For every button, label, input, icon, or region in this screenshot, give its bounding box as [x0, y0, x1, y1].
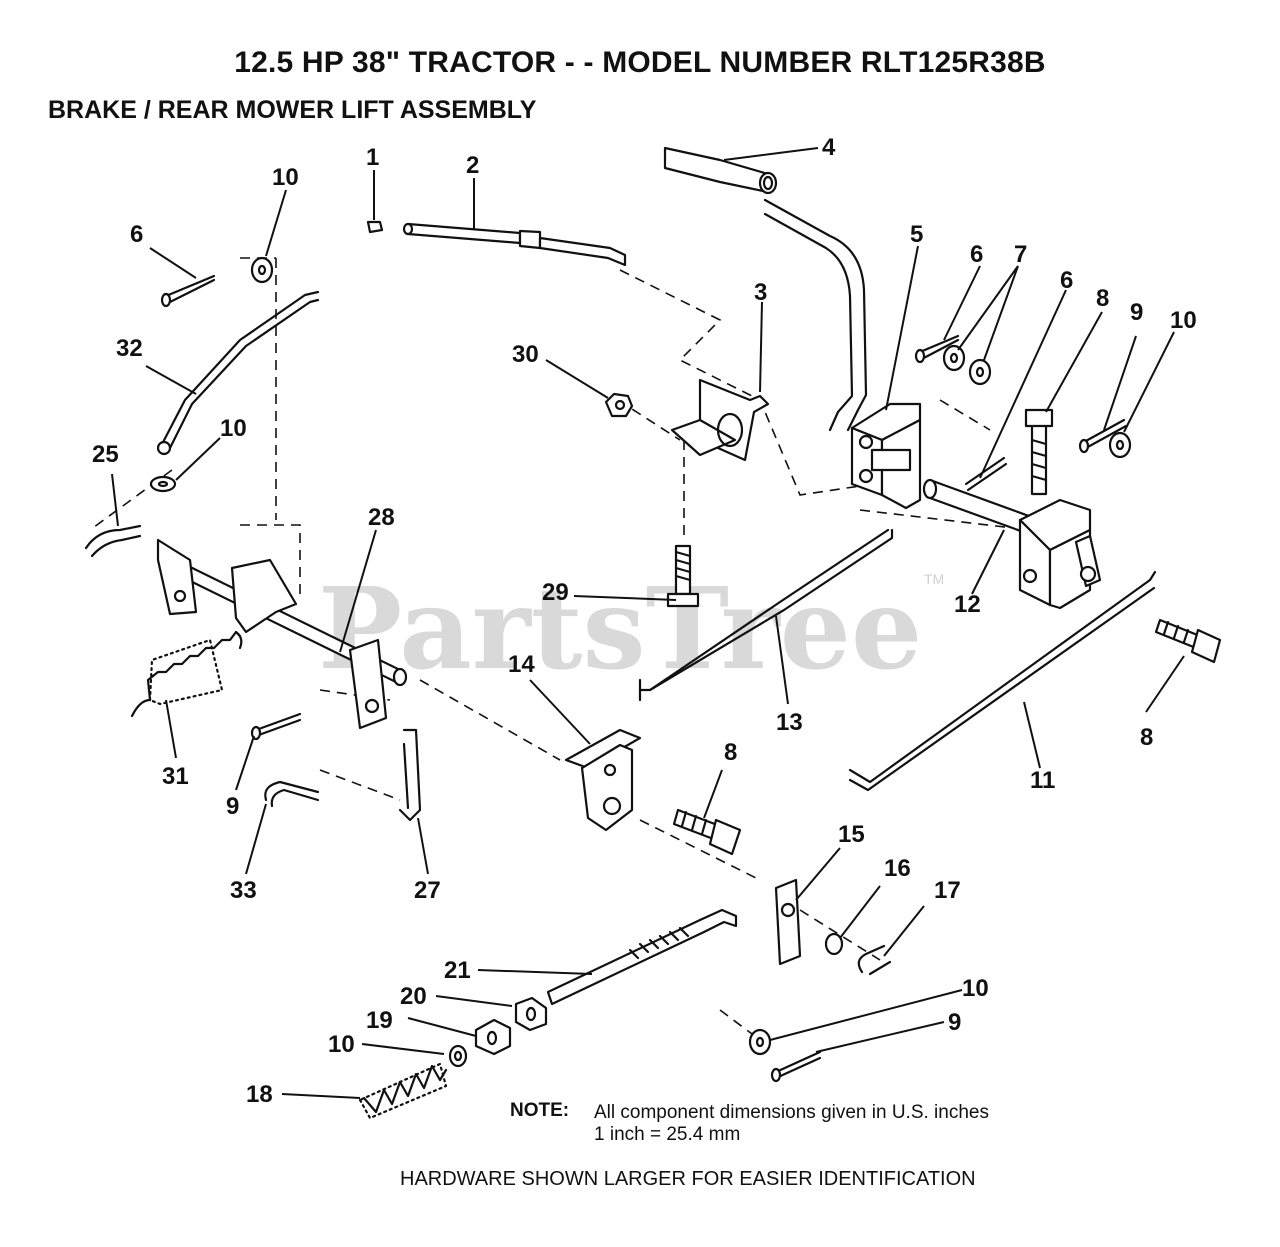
note-label: NOTE: [510, 1100, 570, 1121]
part-3-bracket [670, 378, 770, 462]
part-28-main-shaft [156, 538, 408, 730]
part-17-clip [857, 944, 892, 976]
part-31-spring [130, 630, 243, 718]
part-6-cotter-pin-left [160, 274, 216, 308]
part-8-bolt-right [1154, 618, 1222, 664]
hardware-note: HARDWARE SHOWN LARGER FOR EASIER IDENTIF… [400, 1168, 976, 1190]
part-11-link-rod [848, 570, 1157, 792]
leader-lines [111, 147, 1185, 1099]
part-19-hex-nut [474, 1018, 512, 1056]
note-text: All component dimensions given in U.S. i… [594, 1102, 989, 1146]
callout-30: 30 [512, 341, 539, 368]
callout-6: 6 [970, 241, 983, 268]
callout-9: 9 [1130, 299, 1143, 326]
callout-27: 27 [414, 877, 441, 904]
callout-16: 16 [884, 855, 911, 882]
callout-21: 21 [444, 957, 471, 984]
callout-9: 9 [948, 1009, 961, 1036]
callout-11: 11 [1030, 767, 1055, 794]
callout-3: 3 [754, 279, 767, 306]
callout-6: 6 [1060, 267, 1073, 294]
part-10-washer-lower [448, 1044, 468, 1068]
part-10-washer-top-left [250, 256, 274, 284]
callout-9: 9 [226, 793, 239, 820]
callout-10: 10 [220, 415, 247, 442]
callout-10: 10 [328, 1031, 355, 1058]
part-2-brake-rod [402, 222, 627, 267]
part-33-hairpin [264, 780, 320, 808]
part-10-washer-right [1108, 431, 1132, 459]
part-7-washers [942, 344, 992, 386]
diagram-subtitle: BRAKE / REAR MOWER LIFT ASSEMBLY [48, 96, 537, 124]
part-32-rod [156, 290, 320, 456]
callout-10: 10 [272, 164, 299, 191]
callout-6: 6 [130, 221, 143, 248]
callout-25: 25 [92, 441, 119, 468]
callout-2: 2 [466, 152, 479, 179]
diagram-title: 12.5 HP 38" TRACTOR - - MODEL NUMBER RLT… [234, 46, 1046, 79]
callout-18: 18 [246, 1081, 273, 1108]
callout-33: 33 [230, 877, 257, 904]
callout-8: 8 [1096, 285, 1109, 312]
part-30-hex-nut [604, 392, 634, 418]
part-10-washer-bottom-right [748, 1028, 772, 1056]
part-20-nut [514, 996, 548, 1032]
part-6-cotter-pin-mid [914, 334, 960, 364]
part-9-pin-bottom [770, 1050, 822, 1083]
part-9-pin-right [1078, 418, 1128, 454]
part-15-link-plate [774, 878, 802, 966]
callout-1: 1 [366, 144, 379, 171]
callout-20: 20 [400, 983, 427, 1010]
note-line-2: 1 inch = 25.4 mm [594, 1124, 741, 1145]
callout-5: 5 [910, 221, 923, 248]
part-12-cross-shaft [922, 478, 1102, 610]
part-5-lift-lever [763, 198, 922, 510]
callout-31: 31 [162, 763, 189, 790]
callout-15: 15 [838, 821, 865, 848]
part-10-washer-mid-left [149, 475, 177, 493]
part-8-bolt-lower [672, 808, 742, 856]
part-25-hairpin [84, 524, 142, 558]
callout-17: 17 [934, 877, 961, 904]
callout-10: 10 [1170, 307, 1197, 334]
part-4-handle-grip [663, 146, 778, 195]
part-1-nut [366, 220, 384, 234]
watermark-tm: TM [924, 571, 944, 587]
part-21-threaded-rod [546, 908, 738, 1006]
callout-8: 8 [1140, 724, 1153, 751]
callout-12: 12 [954, 591, 981, 618]
callout-13: 13 [776, 709, 803, 736]
callout-10: 10 [962, 975, 989, 1002]
part-29-bolt [666, 544, 700, 608]
part-8-bolt-upper [1024, 408, 1054, 496]
part-6-cotter-pin-right [964, 456, 1008, 492]
part-9-pin-left [250, 712, 302, 741]
callout-32: 32 [116, 335, 143, 362]
part-18-spring [358, 1062, 448, 1120]
part-14-bracket [564, 728, 642, 832]
callout-labels: 1 2 4 10 6 5 6 7 6 8 9 10 3 30 32 10 25 … [92, 134, 1197, 1108]
part-16-washer [824, 932, 844, 956]
note-line-1: All component dimensions given in U.S. i… [594, 1102, 989, 1123]
callout-14: 14 [508, 651, 535, 678]
callout-28: 28 [368, 504, 395, 531]
part-27-link [398, 728, 422, 822]
watermark: PartsTree [318, 564, 922, 695]
part-13-lift-rod [638, 528, 894, 702]
callout-19: 19 [366, 1007, 393, 1034]
callout-8: 8 [724, 739, 737, 766]
callout-29: 29 [542, 579, 569, 606]
callout-4: 4 [822, 134, 836, 161]
callout-7: 7 [1014, 241, 1027, 268]
